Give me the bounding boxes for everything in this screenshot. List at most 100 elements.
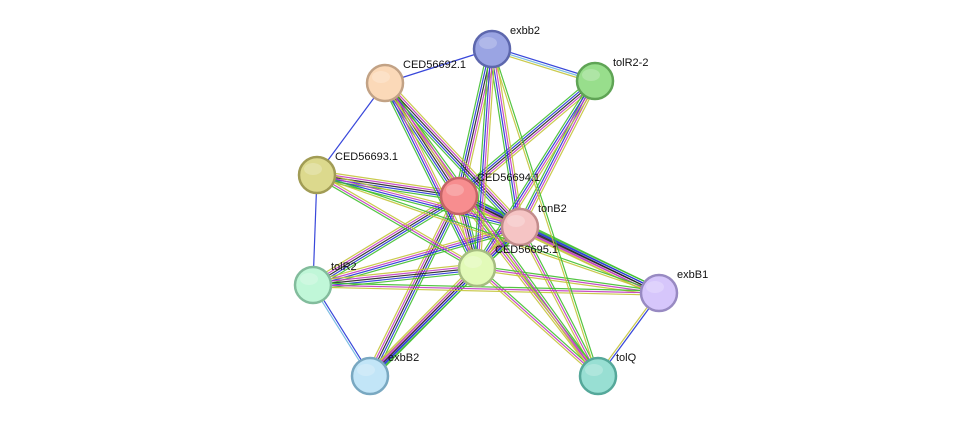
node-tolR2[interactable]: tolR2 [293, 261, 357, 305]
node-CED56693.1[interactable]: CED56693.1 [297, 151, 398, 195]
node-label: CED56695.1 [495, 244, 558, 256]
node-highlight [479, 37, 497, 49]
edge-line-green [313, 282, 660, 292]
edge-line-olive [387, 79, 524, 225]
edge-line-olive [365, 193, 456, 375]
node-exbb2[interactable]: exbb2 [472, 25, 540, 69]
edge-line-magenta [317, 172, 460, 195]
edge-line-blue [382, 83, 458, 198]
edge-tonB2-CED56692.1 [381, 79, 524, 231]
node-circle[interactable] [293, 265, 333, 305]
node-CED56695.1[interactable]: CED56695.1 [457, 244, 558, 288]
node-circle[interactable] [500, 207, 540, 247]
node-circle[interactable] [350, 356, 390, 396]
node-highlight [507, 215, 525, 227]
edge-line-blue [316, 175, 520, 229]
edge-line-blue [383, 83, 477, 269]
edge-line-green [477, 265, 660, 292]
edge-line-green [381, 84, 475, 270]
edge-line-magenta [312, 225, 520, 285]
node-circle[interactable] [472, 29, 512, 69]
edge-line-magenta [460, 49, 495, 197]
edge-line-blue [371, 269, 479, 378]
node-label: tolR2-2 [613, 57, 648, 69]
node-exbB1[interactable]: exbB1 [639, 269, 708, 313]
edge-CED56695.1-tolQ [475, 265, 600, 379]
edge-CED56695.1-tolR2 [312, 263, 478, 290]
edge-exbb2-tolQ [490, 48, 600, 377]
edge-line-magenta [385, 82, 479, 268]
edge-line-green [313, 271, 478, 290]
edge-line-green [492, 48, 600, 376]
node-circle[interactable] [575, 61, 615, 101]
edge-line-magenta [316, 174, 478, 269]
edge-line-olive [312, 263, 477, 282]
edge-CED56695.1-CED56692.1 [381, 81, 481, 270]
edge-line-blue [520, 224, 661, 292]
node-highlight [304, 163, 322, 175]
node-highlight [300, 273, 318, 285]
edge-line-magenta [317, 173, 521, 227]
edge-line-magenta [311, 193, 459, 284]
edge-line-olive [366, 264, 475, 374]
edge-line-green [460, 194, 601, 376]
edge-line-green [521, 222, 662, 290]
edge-line-green [478, 265, 600, 375]
node-label: tolQ [616, 352, 637, 364]
node-tolR2-2[interactable]: tolR2-2 [575, 57, 648, 101]
edge-line-green [313, 229, 522, 289]
edge-line-olive [522, 82, 599, 229]
node-circle[interactable] [578, 356, 618, 396]
node-circle[interactable] [365, 63, 405, 103]
edge-line-magenta [519, 226, 599, 377]
node-highlight [585, 364, 603, 376]
node-circle[interactable] [297, 155, 337, 195]
node-label: exbb2 [510, 25, 540, 37]
edge-line-green [454, 47, 489, 196]
edge-line-green [455, 77, 593, 194]
node-exbB2[interactable]: exbB2 [350, 352, 419, 396]
node-label: exbB1 [677, 269, 708, 281]
edge-line-green [315, 176, 477, 271]
edge-tolR2-exbB1 [312, 282, 660, 296]
node-circle[interactable] [639, 273, 679, 313]
edge-line-magenta [476, 267, 599, 377]
edge-line-magenta [492, 48, 522, 227]
node-highlight [582, 69, 600, 81]
edge-line-olive [479, 49, 496, 269]
node-label: tolR2 [331, 261, 357, 273]
edge-line-blue [316, 176, 459, 199]
edge-line-magenta [477, 49, 494, 269]
edge-line-black [312, 195, 460, 286]
node-highlight [646, 281, 664, 293]
edge-line-black [519, 226, 660, 294]
edge-line-magenta [312, 284, 660, 294]
edge-line-olive [317, 171, 521, 225]
node-circle[interactable] [439, 176, 479, 216]
edge-tonB2-exbB1 [517, 222, 662, 298]
edge-line-olive [316, 175, 659, 295]
edge-line-green [386, 81, 601, 376]
edge-line-olive [490, 49, 598, 377]
edge-line-black [369, 195, 460, 377]
node-tolQ[interactable]: tolQ [578, 352, 637, 396]
edge-line-olive [388, 80, 464, 195]
edge-line-olive [382, 83, 597, 378]
edge-CED56692.1-tolQ [382, 81, 601, 378]
edge-line-olive [312, 286, 659, 296]
edge-line-olive [475, 269, 597, 379]
node-tonB2[interactable]: tonB2 [500, 203, 567, 247]
edge-line-magenta [386, 81, 462, 196]
edges-layer [310, 46, 662, 380]
edge-line-olive [476, 269, 659, 296]
node-label: CED56694.1 [477, 172, 540, 184]
node-highlight [446, 184, 464, 196]
node-CED56694.1[interactable]: CED56694.1 [439, 172, 540, 216]
edge-line-magenta [384, 82, 599, 377]
edge-line-green [317, 173, 660, 293]
node-highlight [372, 71, 390, 83]
edge-line-blue [313, 227, 521, 287]
node-CED56692.1[interactable]: CED56692.1 [365, 59, 466, 103]
node-circle[interactable] [457, 248, 497, 288]
